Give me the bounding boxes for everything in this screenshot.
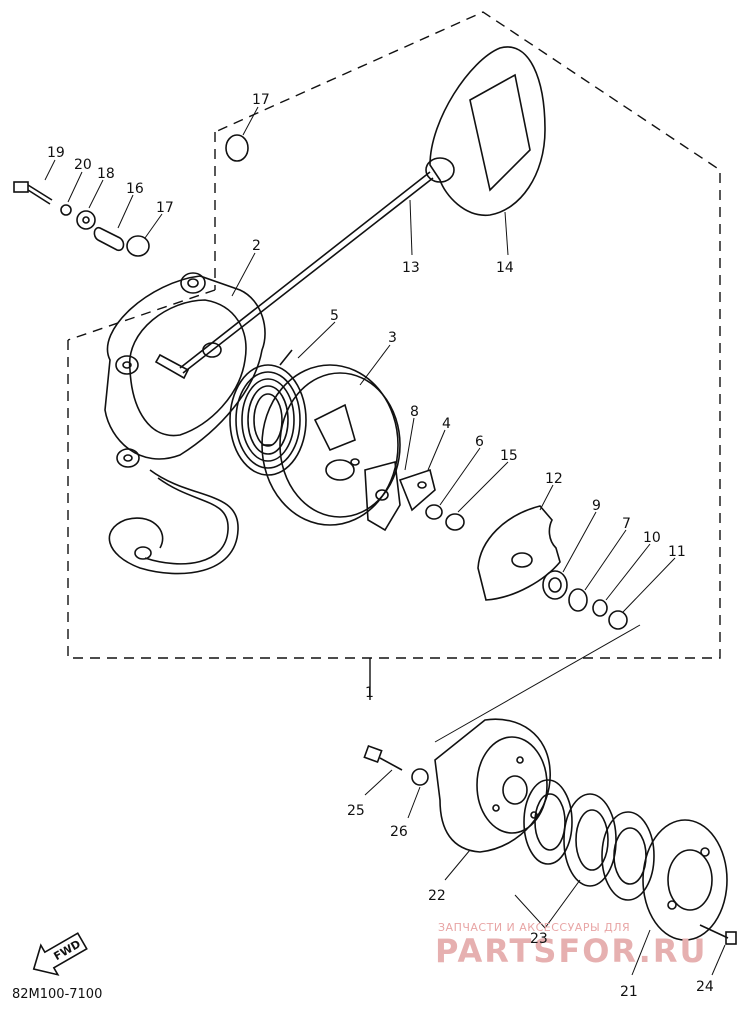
part-label-3: 3 [388, 330, 397, 346]
part-label-2: 2 [252, 238, 261, 254]
bearing-9 [542, 570, 568, 600]
part-label-26: 26 [390, 824, 408, 840]
part-label-12: 12 [545, 471, 563, 487]
assembly-boundary [67, 11, 721, 659]
part-label-6: 6 [475, 434, 484, 450]
pawl [364, 460, 436, 532]
part-label-1: 1 [365, 685, 374, 701]
part-label-18: 18 [97, 166, 115, 182]
nut-26 [411, 768, 429, 786]
starter-case [104, 272, 266, 575]
part-label-10: 10 [643, 530, 661, 546]
circlip-15 [445, 513, 465, 531]
part-labels: 1 2 3 4 5 6 7 8 9 10 11 12 13 14 15 16 1… [47, 92, 714, 1000]
part-label-25: 25 [347, 803, 365, 819]
leader-lines [44, 106, 726, 976]
washer-20 [60, 204, 72, 216]
part-label-21: 21 [620, 984, 638, 1000]
collar-16 [93, 226, 125, 252]
part-label-7: 7 [622, 516, 631, 532]
washer-10 [592, 599, 608, 617]
part-label-11: 11 [668, 544, 686, 560]
watermark-logo: PARTSFOR.RU [435, 932, 707, 970]
damper-17-left [126, 235, 150, 257]
part-label-20: 20 [74, 157, 92, 173]
catalog-code: 82M100-7100 [12, 987, 102, 1002]
part-label-22: 22 [428, 888, 446, 904]
part-label-13: 13 [402, 260, 420, 276]
part-label-17a: 17 [156, 200, 174, 216]
part-label-14: 14 [496, 260, 514, 276]
starter-handle [425, 46, 546, 216]
recoil-spring [229, 349, 307, 476]
fwd-arrow-icon: FWD [32, 932, 88, 976]
gasket-23-c [601, 811, 655, 901]
starter-rope [179, 171, 431, 369]
bolt-24 [699, 924, 737, 945]
pulley-hub [434, 718, 551, 853]
washer-7 [568, 588, 588, 612]
bolt-25 [363, 744, 403, 771]
bolt-19 [13, 181, 53, 205]
part-label-19: 19 [47, 145, 65, 161]
washer-18 [76, 210, 96, 230]
cover-plate [642, 819, 728, 941]
part-label-4: 4 [442, 416, 451, 432]
part-label-23: 23 [530, 931, 548, 947]
gasket-23-a [523, 779, 573, 865]
damper-17-top [225, 134, 249, 162]
sheave-drum [261, 364, 401, 526]
washer-6 [425, 504, 443, 520]
part-label-8: 8 [410, 404, 419, 420]
part-label-24: 24 [696, 979, 714, 995]
part-label-5: 5 [330, 308, 339, 324]
part-label-16: 16 [126, 181, 144, 197]
part-label-15: 15 [500, 448, 518, 464]
part-label-17b: 17 [252, 92, 270, 108]
watermark-caption: ЗАПЧАСТИ И АКСЕССУАРЫ ДЛЯ [438, 921, 630, 934]
nut-11 [608, 610, 628, 630]
drive-plate [477, 505, 561, 601]
part-label-9: 9 [592, 498, 601, 514]
